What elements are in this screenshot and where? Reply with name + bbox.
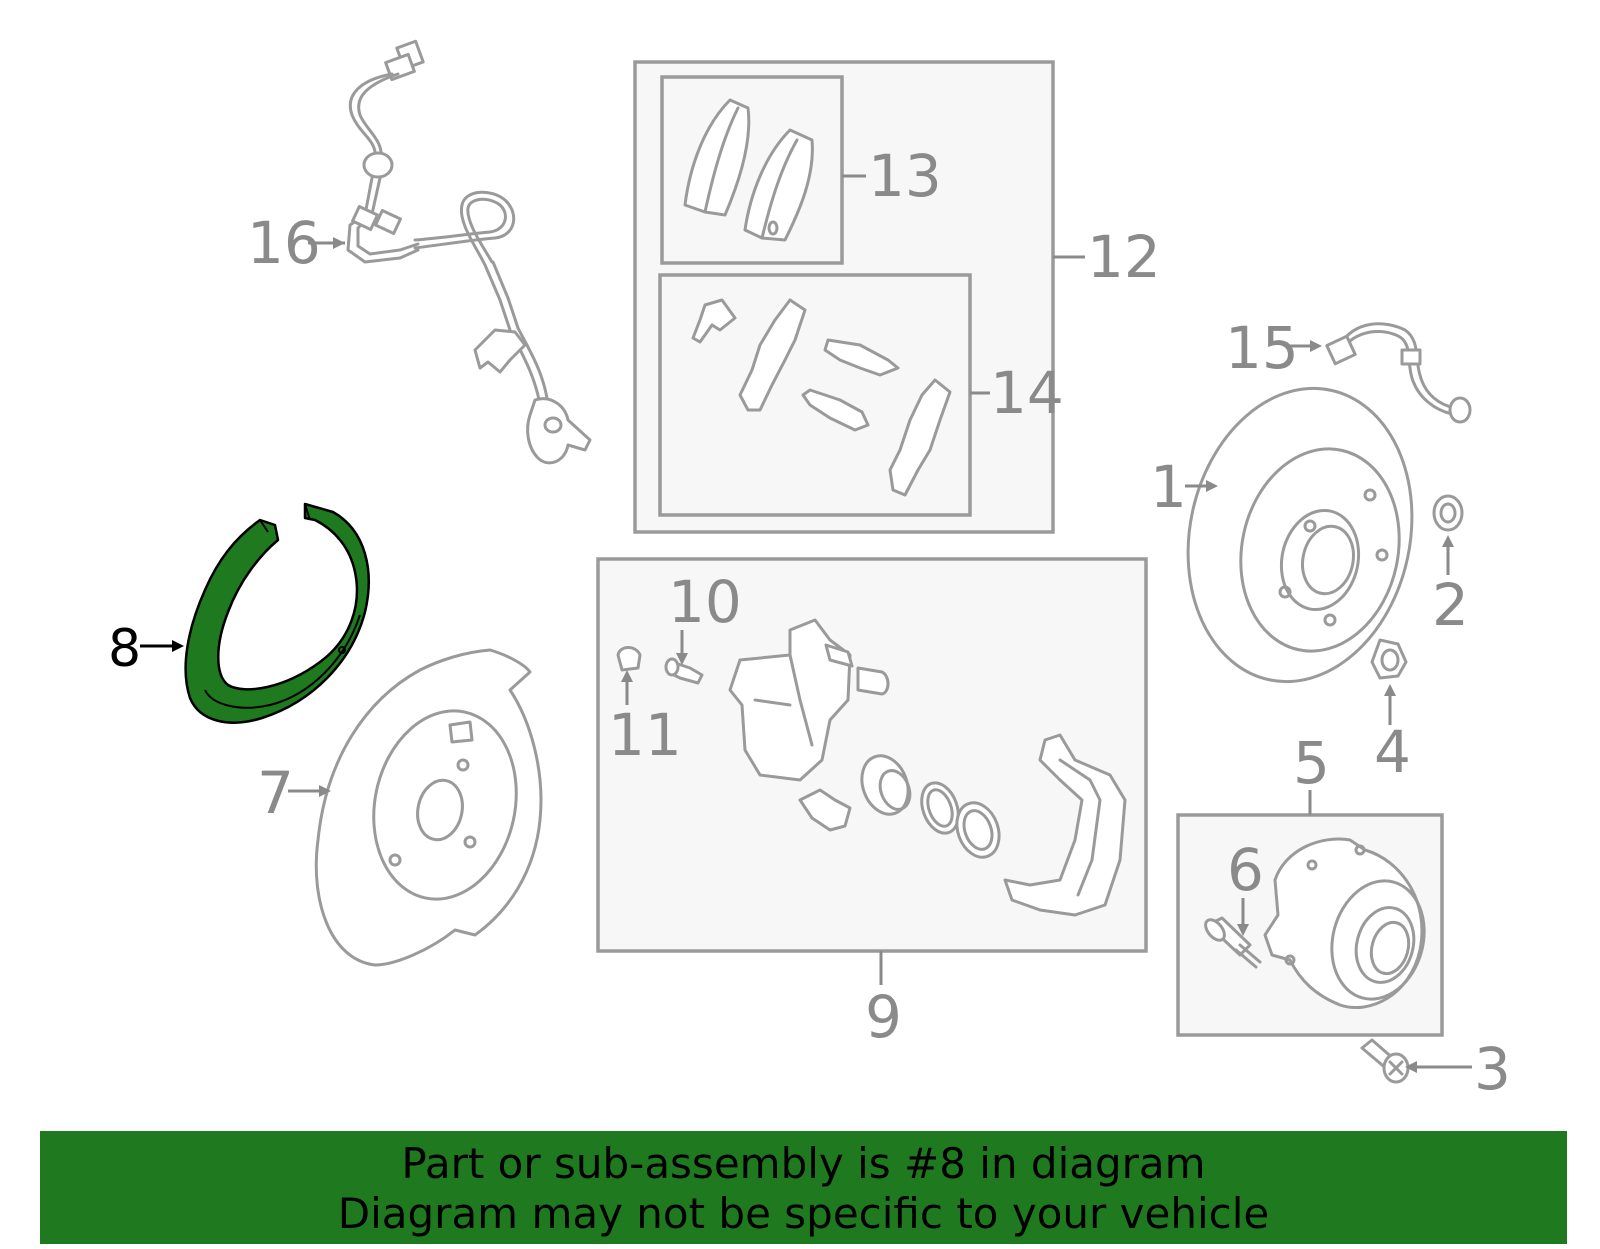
bleeder-screw-10[interactable] bbox=[664, 657, 704, 685]
label-12: 12 bbox=[1087, 223, 1161, 291]
label-1: 1 bbox=[1150, 453, 1187, 521]
parking-brake-shoe-8[interactable] bbox=[184, 502, 370, 724]
label-14: 14 bbox=[990, 359, 1064, 427]
label-10: 10 bbox=[668, 568, 742, 636]
label-6: 6 bbox=[1227, 836, 1264, 904]
hub-bolt-6[interactable] bbox=[1202, 916, 1262, 969]
hub-assembly-5[interactable] bbox=[1263, 837, 1437, 1010]
label-15: 15 bbox=[1225, 314, 1299, 382]
label-3: 3 bbox=[1474, 1035, 1511, 1103]
label-13: 13 bbox=[868, 142, 942, 210]
label-11: 11 bbox=[608, 701, 682, 769]
brake-rotor-1[interactable] bbox=[1162, 367, 1439, 702]
banner-line-part: Part or sub-assembly is #8 in diagram bbox=[401, 1139, 1206, 1188]
backing-plate-7[interactable] bbox=[314, 648, 543, 967]
brake-line-15[interactable] bbox=[1325, 322, 1472, 424]
brake-pads-13[interactable] bbox=[683, 98, 814, 242]
banner-line-disclaimer: Diagram may not be specific to your vehi… bbox=[337, 1189, 1270, 1238]
info-banner: Part or sub-assembly is #8 in diagram Di… bbox=[40, 1131, 1567, 1244]
label-2: 2 bbox=[1432, 571, 1469, 639]
caliper-assembly-9[interactable] bbox=[728, 618, 1127, 917]
label-16: 16 bbox=[247, 209, 321, 277]
wheel-speed-sensor-16[interactable] bbox=[346, 39, 592, 465]
pad-hardware-kit-14[interactable] bbox=[691, 298, 952, 497]
label-8: 8 bbox=[108, 619, 141, 679]
hub-nut-4[interactable] bbox=[1370, 638, 1408, 680]
label-4: 4 bbox=[1374, 718, 1411, 786]
seal-2[interactable] bbox=[1432, 494, 1464, 532]
label-5: 5 bbox=[1293, 729, 1330, 797]
bleeder-cap-11[interactable] bbox=[616, 646, 642, 672]
label-9: 9 bbox=[865, 983, 902, 1051]
label-7: 7 bbox=[257, 759, 294, 827]
bolt-3[interactable] bbox=[1360, 1038, 1410, 1084]
group-box-13 bbox=[660, 75, 844, 265]
